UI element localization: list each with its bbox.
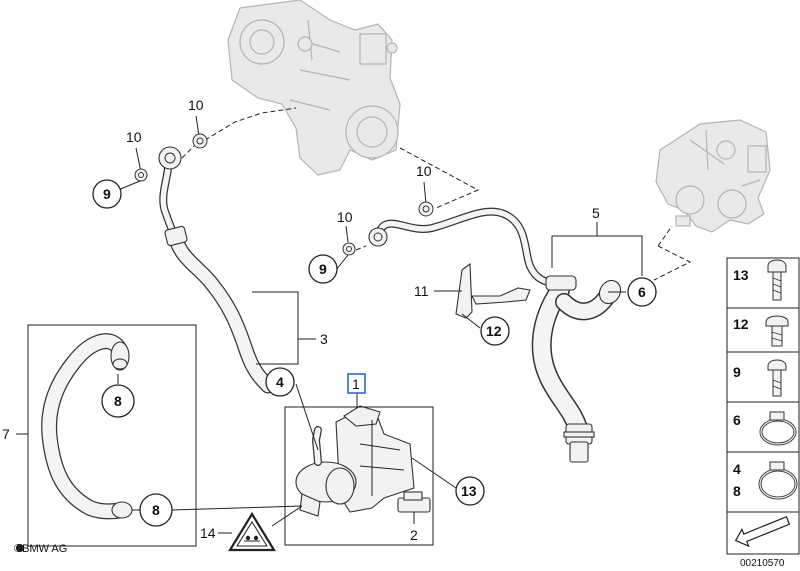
drawing-number: 00210570 [740,558,785,569]
callout-4: 4 [276,374,284,390]
callout-12: 12 [486,323,502,339]
bracket-11 [455,262,531,319]
callout-labels: 10 10 9 10 10 9 5 6 11 12 3 4 1 7 8 8 13… [2,97,646,543]
warning-triangle-icon [228,511,276,552]
legend-item-9: 9 [733,364,741,380]
callout-11: 11 [414,283,429,299]
copyright-text: ©BMW AG [14,543,67,555]
callout-8-a: 8 [114,393,122,409]
turbocharger-ghost [227,0,401,176]
callout-2: 2 [410,527,418,543]
callout-1: 1 [352,376,360,392]
callout-9-a: 9 [103,186,111,202]
callout-13: 13 [461,483,477,499]
box-7 [27,324,197,547]
callout-1-highlight [347,373,366,394]
bolt-13-icon [767,259,787,301]
callout-8-b: 8 [152,502,160,518]
legend-item-6: 6 [733,412,741,428]
callout-10-a: 10 [188,97,204,113]
coolant-housing-ghost [655,119,771,233]
callout-7: 7 [2,426,10,442]
clamp-4-8-icon [758,461,798,500]
callout-10-d: 10 [337,209,353,225]
hose-5 [368,207,622,463]
hose-3 [158,146,276,394]
footer: ©BMW AG 00210570 [14,543,785,569]
callout-circles [92,179,657,527]
washers [134,133,434,256]
legend-item-4: 4 [733,461,741,477]
callout-10-c: 10 [416,163,432,179]
bolt-9-icon [767,359,787,397]
legend-item-13: 13 [733,267,749,283]
clamp-6-icon [759,411,797,446]
callout-6: 6 [638,284,646,300]
callout-3: 3 [320,331,328,347]
bolt-12-icon [765,315,789,347]
arrow-icon [734,516,791,548]
pump-box [284,406,434,546]
legend-panel: 13 12 9 6 4 8 [726,257,800,555]
callout-5: 5 [592,205,600,221]
callout-9-b: 9 [319,261,327,277]
legend-item-12: 12 [733,316,749,332]
water-pump-1 [295,405,431,517]
callout-14: 14 [200,525,216,541]
legend-item-8: 8 [733,483,741,499]
leader-lines [16,107,692,534]
callout-10-b: 10 [126,129,142,145]
